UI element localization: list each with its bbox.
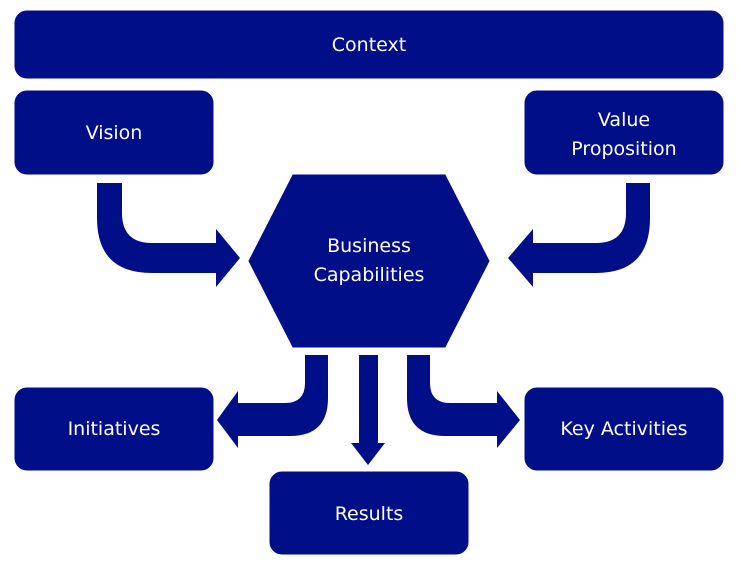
- business-capabilities-label-line2: Capabilities: [314, 264, 425, 286]
- arrow-value-proposition-to-capabilities: [508, 183, 650, 287]
- arrow-vision-to-capabilities: [97, 183, 240, 287]
- results-label: Results: [335, 503, 404, 525]
- context-label: Context: [332, 34, 406, 56]
- context-box: [14, 10, 724, 79]
- business-capabilities-hexagon: [248, 174, 490, 348]
- arrow-capabilities-to-initiatives: [217, 355, 328, 448]
- node-context: Context: [14, 10, 724, 79]
- key-activities-box: [524, 387, 724, 471]
- vision-box: [14, 90, 214, 175]
- value-proposition-box: [524, 90, 724, 175]
- node-vision: Vision: [14, 90, 214, 175]
- node-results: Results: [269, 471, 469, 555]
- arrow-capabilities-to-key-activities: [407, 355, 520, 448]
- node-value-proposition: Value Proposition: [524, 90, 724, 175]
- business-capabilities-label-line1: Business: [327, 235, 411, 257]
- value-proposition-label-line2: Proposition: [571, 138, 676, 160]
- node-key-activities: Key Activities: [524, 387, 724, 471]
- initiatives-box: [14, 387, 214, 471]
- value-proposition-label-line1: Value: [598, 109, 650, 131]
- key-activities-label: Key Activities: [560, 418, 687, 440]
- initiatives-label: Initiatives: [68, 418, 161, 440]
- node-initiatives: Initiatives: [14, 387, 214, 471]
- arrow-capabilities-to-results: [351, 355, 385, 465]
- vision-label: Vision: [86, 122, 143, 144]
- node-business-capabilities: Business Capabilities: [248, 174, 490, 348]
- results-box: [269, 471, 469, 555]
